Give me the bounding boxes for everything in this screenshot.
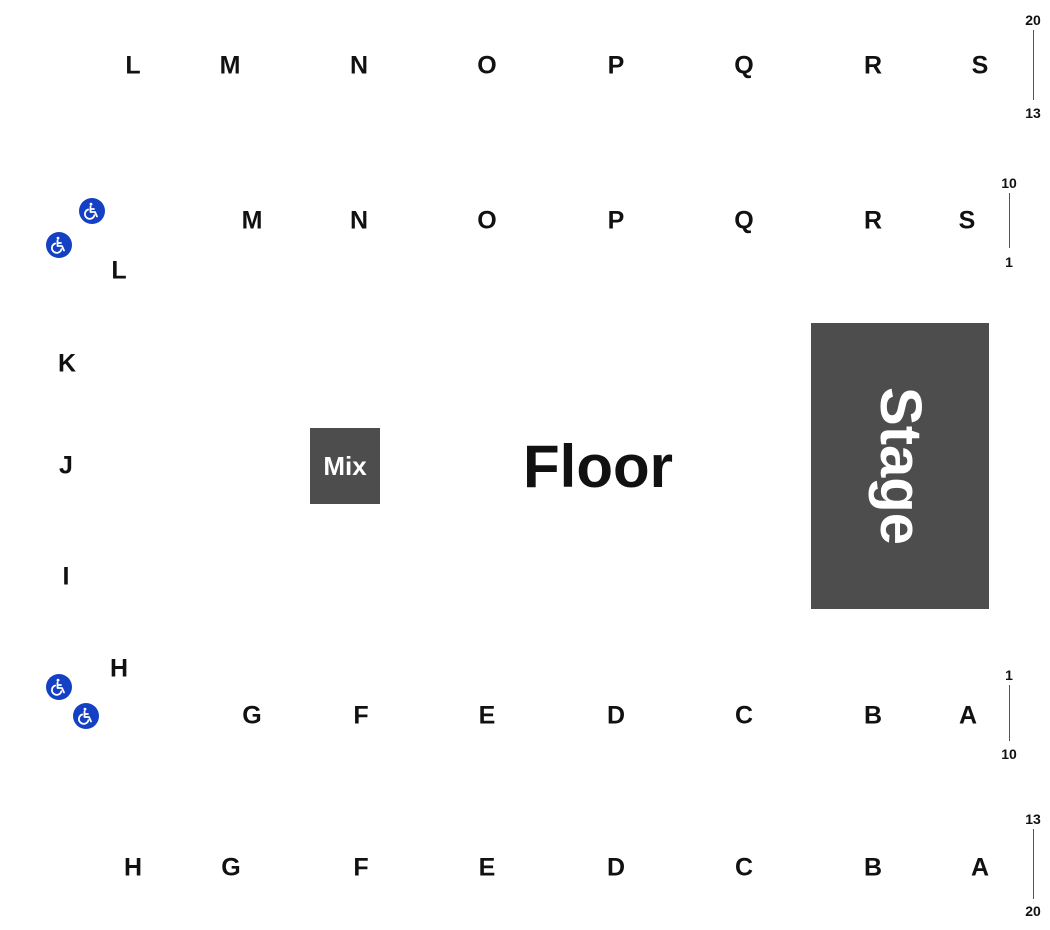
seat-range-end: 20 bbox=[1025, 903, 1041, 919]
row-label[interactable]: F bbox=[353, 701, 369, 730]
row-label[interactable]: D bbox=[606, 701, 626, 730]
row-label[interactable]: M bbox=[241, 206, 263, 235]
floor-label[interactable]: Floor bbox=[523, 433, 673, 500]
row-label[interactable]: P bbox=[607, 51, 625, 80]
seat-range-line bbox=[1009, 193, 1010, 248]
row-label[interactable]: E bbox=[478, 853, 496, 882]
row-label[interactable]: B bbox=[863, 701, 883, 730]
row-label[interactable]: C bbox=[734, 853, 754, 882]
seat-range-start: 1 bbox=[1005, 667, 1013, 683]
row-label[interactable]: H bbox=[109, 654, 129, 683]
seat-range-end: 13 bbox=[1025, 105, 1041, 121]
row-label[interactable]: J bbox=[59, 451, 73, 480]
seat-range-line bbox=[1033, 829, 1034, 899]
row-label[interactable]: Q bbox=[734, 206, 754, 235]
row-label[interactable]: G bbox=[242, 701, 262, 730]
row-label[interactable]: L bbox=[111, 256, 127, 285]
stage-label: Stage bbox=[868, 387, 933, 545]
seat-range-end: 10 bbox=[1001, 746, 1017, 762]
row-label[interactable]: G bbox=[221, 853, 241, 882]
row-label[interactable]: N bbox=[349, 206, 369, 235]
row-label[interactable]: D bbox=[606, 853, 626, 882]
seat-range-line bbox=[1033, 30, 1034, 100]
row-label[interactable]: R bbox=[863, 51, 883, 80]
row-label[interactable]: O bbox=[477, 51, 497, 80]
row-label[interactable]: B bbox=[863, 853, 883, 882]
row-label[interactable]: C bbox=[734, 701, 754, 730]
mix-label: Mix bbox=[323, 450, 367, 481]
seat-range-start: 10 bbox=[1001, 175, 1017, 191]
row-label[interactable]: F bbox=[353, 853, 369, 882]
row-label[interactable]: L bbox=[125, 51, 141, 80]
mix-position: Mix bbox=[310, 428, 380, 504]
row-label[interactable]: K bbox=[57, 349, 77, 378]
row-label[interactable]: I bbox=[62, 562, 70, 591]
wheelchair-icon[interactable] bbox=[73, 703, 99, 729]
seat-range-start: 20 bbox=[1025, 12, 1041, 28]
row-label[interactable]: A bbox=[958, 701, 978, 730]
row-label[interactable]: S bbox=[971, 51, 989, 80]
wheelchair-icon[interactable] bbox=[46, 232, 72, 258]
wheelchair-icon[interactable] bbox=[79, 198, 105, 224]
row-label[interactable]: O bbox=[477, 206, 497, 235]
row-label[interactable]: N bbox=[349, 51, 369, 80]
row-label[interactable]: S bbox=[958, 206, 976, 235]
row-label[interactable]: E bbox=[478, 701, 496, 730]
stage: Stage bbox=[811, 323, 989, 609]
wheelchair-icon[interactable] bbox=[46, 674, 72, 700]
row-label[interactable]: R bbox=[863, 206, 883, 235]
row-label[interactable]: H bbox=[123, 853, 143, 882]
row-label[interactable]: Q bbox=[734, 51, 754, 80]
seat-range-start: 13 bbox=[1025, 811, 1041, 827]
seat-range-end: 1 bbox=[1005, 254, 1013, 270]
row-label[interactable]: A bbox=[970, 853, 990, 882]
seat-range-line bbox=[1009, 685, 1010, 741]
row-label[interactable]: M bbox=[219, 51, 241, 80]
row-label[interactable]: P bbox=[607, 206, 625, 235]
